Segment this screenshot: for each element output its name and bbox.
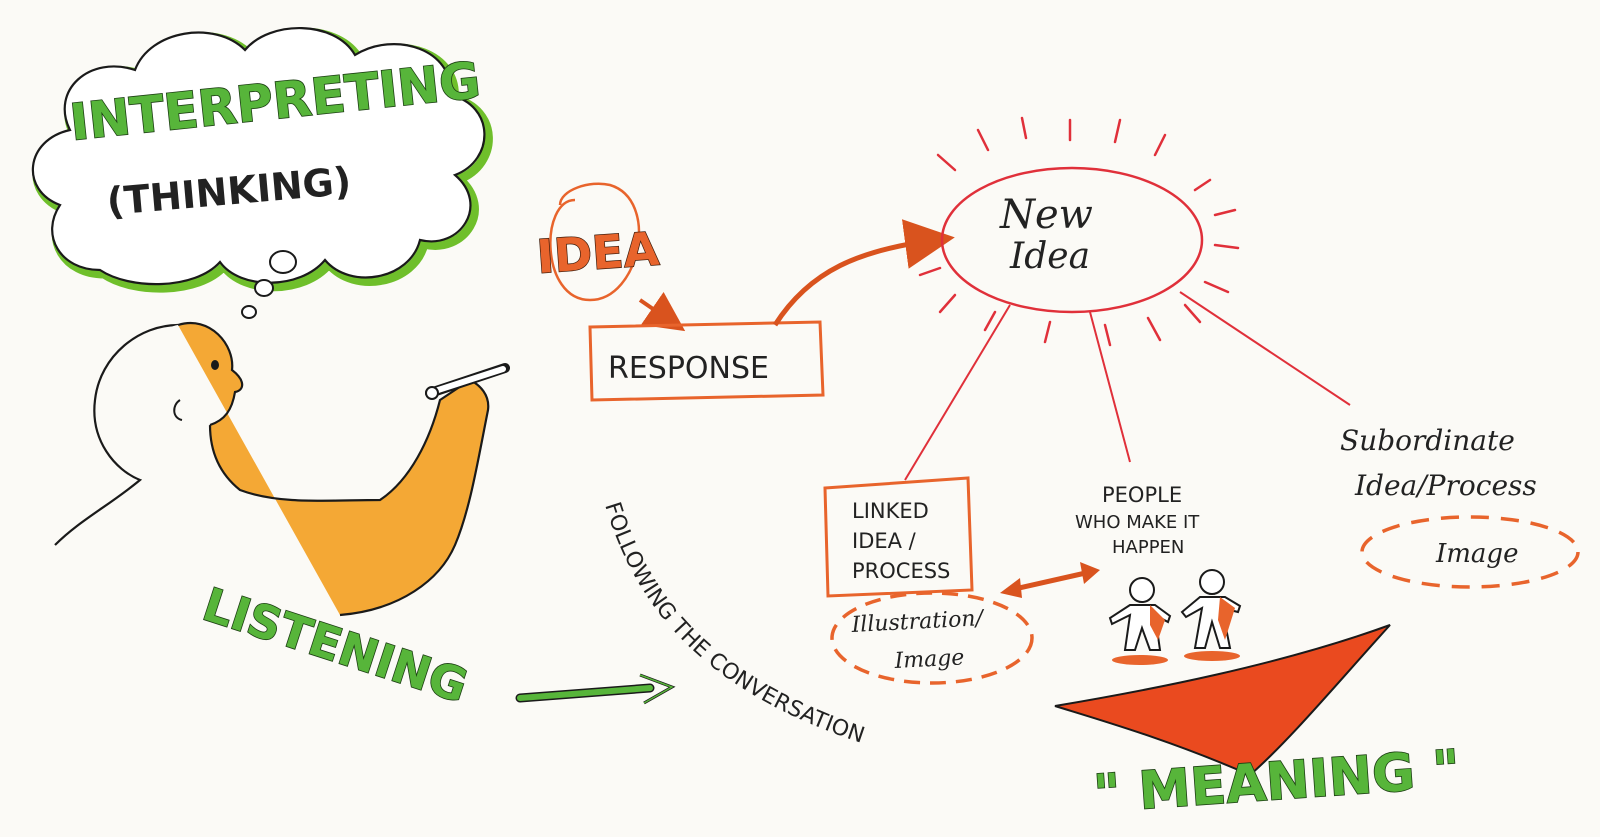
thought-bubble-medium [255,280,273,296]
illustration-node: Illustration/ Image [832,593,1032,683]
new-idea-connectors [905,292,1350,480]
illustration-line2: Image [893,645,965,674]
thought-bubble-large [270,251,296,273]
new-idea-line2: Idea [1009,236,1090,277]
person-eye [211,360,219,370]
thought-cloud: INTERPRETING (THINKING) [33,28,489,318]
people-line3: HAPPEN [1112,537,1184,558]
meaning-label: " MEANING " [1092,740,1462,825]
subordinate-line1: Subordinate [1340,424,1515,457]
response-to-new-idea-arrow [775,240,935,325]
listening-arrow [520,675,672,703]
people-icon [1110,570,1240,665]
subordinate-node: Subordinate Idea/Process Image [1340,424,1578,587]
new-idea-line1: New [999,192,1093,238]
illustration-line1: Illustration/ [850,606,986,638]
new-idea-node: New Idea [920,118,1238,345]
thought-bubble-small [242,306,256,318]
person-drawing-illustration [55,323,505,615]
linked-idea-node: LINKED IDEA / PROCESS [825,478,972,596]
pen-icon [426,387,438,399]
idea-node: IDEA [535,184,661,300]
subordinate-image: Image [1435,539,1518,569]
people-line2: WHO MAKE IT [1075,512,1200,533]
people-node: PEOPLE WHO MAKE IT HAPPEN [1075,483,1240,665]
linked-line3: PROCESS [852,559,950,583]
response-node: RESPONSE [590,322,823,400]
response-label: RESPONSE [608,351,769,386]
double-arrow [1000,562,1100,598]
subordinate-line2: Idea/Process [1354,469,1537,502]
idea-label: IDEA [535,222,661,284]
linked-line1: LINKED [852,499,929,523]
linked-line2: IDEA / [852,529,917,553]
idea-to-response-arrow [640,300,672,322]
people-line1: PEOPLE [1102,483,1182,507]
